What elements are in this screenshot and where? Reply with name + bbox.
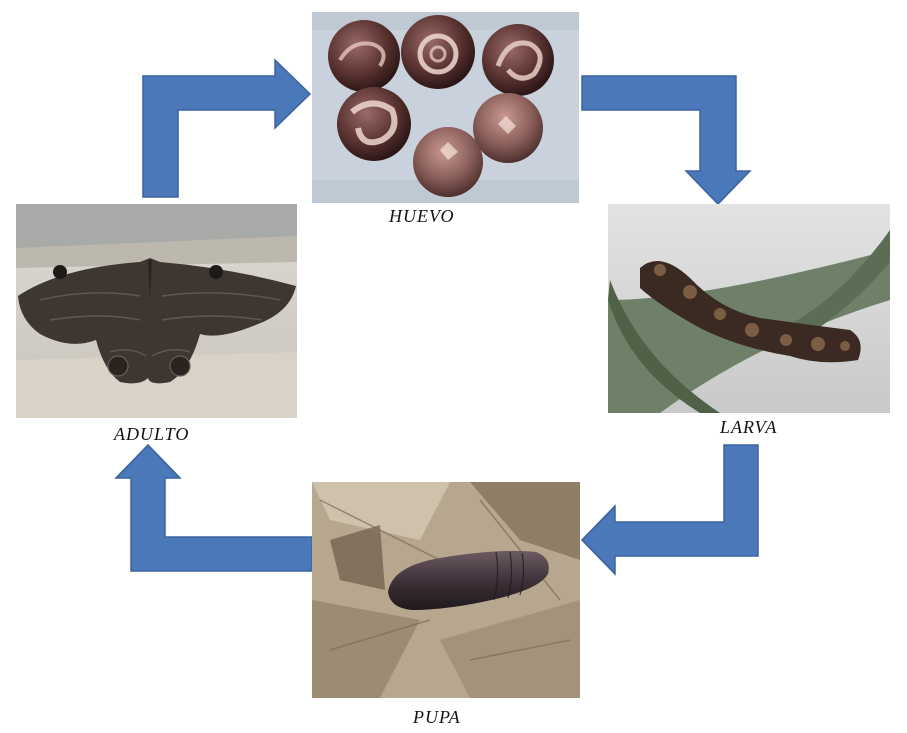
arrow-egg-to-larva <box>581 75 752 206</box>
egg <box>337 87 411 161</box>
moth <box>18 258 296 384</box>
label-larva: LARVA <box>720 417 778 437</box>
egg <box>328 20 400 92</box>
arrow-adult-to-egg <box>142 58 312 198</box>
arrow-pupa-to-adult <box>114 443 313 572</box>
egg <box>482 24 554 96</box>
label-adulto: ADULTO <box>114 424 190 444</box>
adult-photo <box>16 204 297 418</box>
pupa-photo <box>312 482 580 698</box>
arrow-larva-to-pupa <box>580 444 759 576</box>
egg <box>401 15 475 89</box>
pupa <box>388 550 549 610</box>
egg <box>473 93 543 163</box>
caterpillar <box>640 260 861 363</box>
egg-photo <box>312 12 579 203</box>
label-pupa: PUPA <box>413 707 461 727</box>
cycle-arrows <box>114 58 759 576</box>
egg <box>413 127 483 197</box>
larva-photo <box>608 204 890 413</box>
label-huevo: HUEVO <box>389 206 455 226</box>
